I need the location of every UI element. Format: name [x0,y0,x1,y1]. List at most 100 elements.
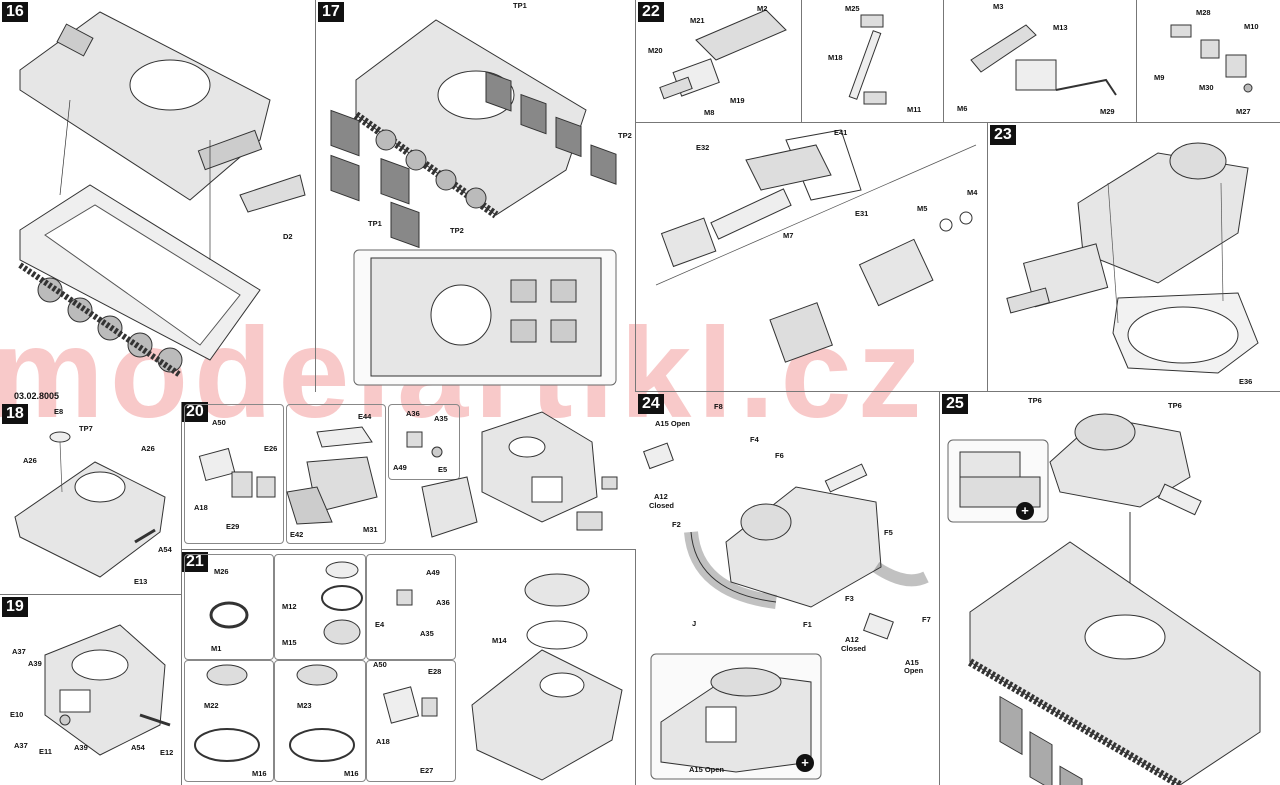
step-19-panel: 19 A37 A39 E10 A37 E11 A39 A54 E12 [0,595,182,785]
sub-box-d [184,660,274,782]
part-label: J [692,619,697,628]
step-18-panel: 18 E8 TP7 A26 A26 A54 E13 [0,402,182,595]
zoom-icon: + [1016,502,1034,520]
part-label: TP2 [618,131,632,140]
part-label: A50 [212,418,226,427]
part-label: A54 [131,743,145,752]
sub-box-b [286,404,386,544]
part-label: M31 [363,525,378,534]
part-label: M7 [783,231,794,240]
part-label: E4 [375,620,385,629]
part-label: Closed [841,644,867,653]
part-label: TP6 [1028,396,1042,405]
turret-roof-drawing [14,431,166,578]
part-label: Closed [649,501,675,510]
turret-skirts-drawing [643,442,929,780]
part-label: M28 [1196,8,1211,17]
part-label: E13 [134,577,148,586]
part-label: F7 [922,615,931,624]
step-17-panel: 17 TP1 TP2 TP1 TP2 [316,0,636,392]
hull-top-drawing [18,11,306,378]
part-label: M19 [730,96,745,105]
part-label: M6 [957,104,968,113]
part-label: A36 [406,409,420,418]
part-label: M14 [492,636,507,645]
part-label: E31 [855,209,869,218]
part-label: M21 [690,16,705,25]
part-label: A35 [434,414,448,423]
part-label: M3 [993,2,1004,11]
part-label: M4 [967,188,978,197]
part-label: A15 Open [689,765,725,774]
part-label: A26 [23,456,37,465]
part-label: E36 [1239,377,1253,386]
gun-assembly-drawing [655,9,1253,363]
part-label: E32 [696,143,710,152]
sub-box-c [366,554,456,660]
part-label: F1 [803,620,812,629]
step-number: 19 [2,597,28,617]
part-label: F2 [672,520,681,529]
part-label: M22 [204,701,219,710]
hull-side-skirts-drawing [330,19,617,386]
part-label: A36 [436,598,450,607]
part-label: E11 [39,747,52,756]
sub-box-a [184,404,284,544]
part-label: M11 [907,105,922,114]
part-label: A18 [194,503,208,512]
part-label: E8 [54,407,64,416]
part-label: A37 [14,741,28,750]
part-label: A12 [654,492,668,501]
part-label: A39 [74,743,88,752]
part-label: A26 [141,444,155,453]
zoom-icon: + [796,754,814,772]
step-22-panel: 22 M2 M21 M20 M8 M19 M25 M18 M1 [636,0,1280,392]
part-label: M2 [757,4,768,13]
part-label: M20 [648,46,663,55]
part-label: TP1 [368,219,382,228]
part-label: A15 Open [655,419,691,428]
step-number: 23 [990,125,1016,145]
step-number: 16 [2,2,28,22]
step-number: 18 [2,404,28,424]
part-label: M9 [1154,73,1165,82]
part-label: TP7 [79,424,93,433]
part-label: M8 [704,108,715,117]
sub-box-b [274,554,366,660]
part-label: TP2 [450,226,464,235]
turret-ring-drawing [1006,142,1259,374]
part-label: M29 [1100,107,1115,116]
part-label: M13 [1053,23,1068,32]
part-label: M12 [282,602,297,611]
step-24-panel: 24 F8 A15 Open F4 F6 A12 Closed F2 F5 J … [636,392,940,785]
part-label: M1 [211,644,222,653]
part-label: M5 [917,204,928,213]
part-label: F3 [845,594,854,603]
step-25-panel: 25 TP6 TP6 + [940,392,1280,785]
turret-body-drawing [44,624,171,756]
part-label: F8 [714,402,723,411]
part-label: M27 [1236,107,1251,116]
part-label: E26 [264,444,278,453]
turret-parts-drawing [198,411,618,538]
sub-box-a [184,554,274,660]
part-label: M16 [344,769,359,778]
part-label: E28 [428,667,442,676]
part-label: E41 [834,128,848,137]
part-label: A54 [158,545,172,554]
part-label: TP1 [513,1,527,10]
step-number: 24 [638,394,664,414]
part-label: F4 [750,435,759,444]
part-label: E42 [290,530,304,539]
part-label: A49 [393,463,407,472]
step-number: 17 [318,2,344,22]
part-label: E10 [10,710,24,719]
step-16-panel: 16 D2 [0,0,316,392]
sub-box-c [388,404,460,480]
part-label: Open [904,666,924,675]
part-label: E12 [160,748,174,757]
part-label: A12 [845,635,859,644]
step-number: 21 [182,552,208,572]
step-20-panel: 20 A50 E26 A18 E29 E44 E42 M31 A36 A35 A… [182,402,636,550]
cupola-parts-drawing [194,561,623,781]
